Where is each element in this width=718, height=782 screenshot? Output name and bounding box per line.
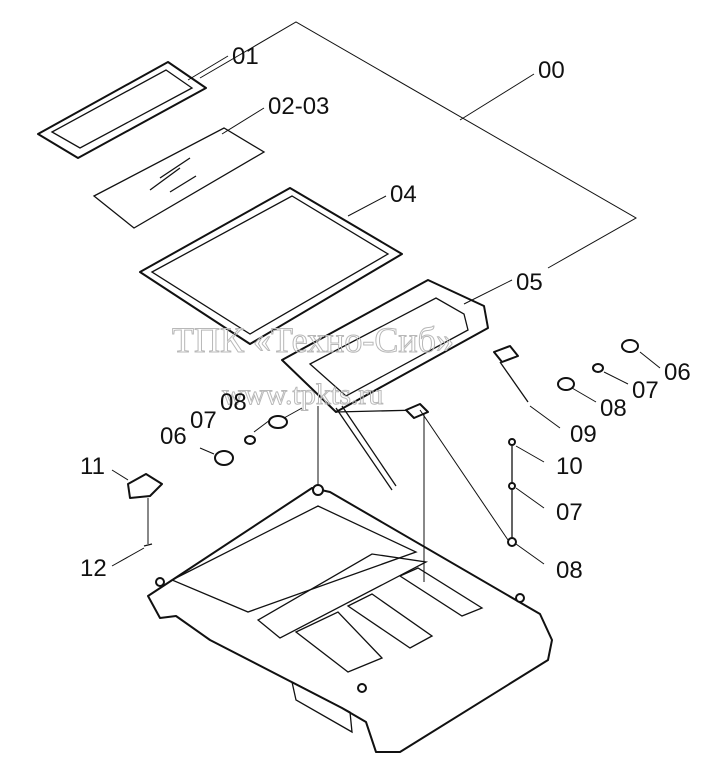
part-02-03-film (92, 127, 266, 229)
leader-lines (111, 55, 661, 567)
watermark-company: ТПК «Техно-Сиб» (172, 320, 454, 360)
label-08-left: 08 (220, 389, 247, 416)
label-05: 05 (516, 269, 543, 296)
part-05-hatch (281, 279, 529, 491)
label-07-lower: 07 (556, 499, 583, 526)
callout-labels: 00 01 02-03 04 05 06 07 08 09 08 07 06 1… (80, 43, 691, 584)
label-06-left: 06 (160, 423, 187, 450)
assembly-bracket (199, 21, 638, 269)
label-08-lower: 08 (556, 557, 583, 584)
label-07-right: 07 (632, 377, 659, 404)
left-fastener-set (214, 415, 288, 466)
label-10: 10 (556, 453, 583, 480)
label-12: 12 (80, 555, 107, 582)
part-11-clip (127, 473, 163, 499)
label-07-left: 07 (190, 407, 217, 434)
label-01: 01 (232, 43, 259, 70)
label-00: 00 (538, 57, 565, 84)
label-04: 04 (390, 181, 417, 208)
label-08-right: 08 (600, 395, 627, 422)
part-10-bolt (507, 438, 517, 547)
part-12-pin (143, 498, 153, 547)
watermark-url: www.tpkts.ru (222, 378, 383, 411)
label-09: 09 (570, 421, 597, 448)
part-01-glass (37, 61, 207, 159)
part-04-seal (139, 187, 403, 345)
watermark: ТПК «Техно-Сиб» www.tpkts.ru (172, 320, 455, 412)
label-11: 11 (80, 453, 105, 480)
base-panel (147, 406, 553, 753)
label-06-right: 06 (664, 359, 691, 386)
right-fastener-set (557, 339, 639, 391)
label-02-03: 02-03 (268, 93, 329, 120)
